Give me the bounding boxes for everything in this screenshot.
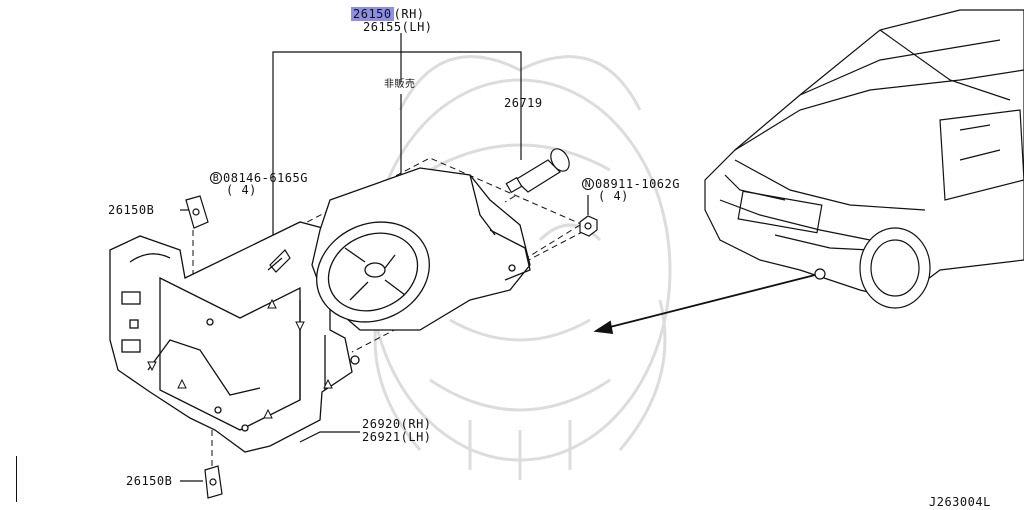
label-part-26155[interactable]: 26155(LH) <box>363 21 433 33</box>
label-not-sold: 非販売 <box>384 79 416 90</box>
fog-lamp <box>311 167 531 331</box>
watermark-crest <box>368 55 672 480</box>
label-part-26920[interactable]: 26920(RH) <box>362 417 432 431</box>
label-part-26150[interactable]: 26150(RH) <box>351 7 425 21</box>
text-cursor <box>16 456 17 502</box>
bolt-part-number[interactable]: 08146-6165G <box>223 171 308 185</box>
nut <box>579 215 598 237</box>
nut-code-circle: N <box>582 178 594 190</box>
label-part-26719[interactable]: 26719 <box>504 96 543 110</box>
part-26155[interactable]: 26155 <box>363 20 402 34</box>
nut-part-number[interactable]: 08911-1062G <box>595 177 680 191</box>
label-bolt-qty: ( 4) <box>226 183 257 197</box>
diagram-code: J263004L <box>929 495 991 509</box>
fog-lamp-bulb <box>505 148 570 194</box>
leader-lines-top <box>180 33 589 482</box>
side-rh: (RH) <box>393 7 425 21</box>
clip-bottom <box>204 465 223 499</box>
highlight-26150[interactable]: 26150 <box>351 7 394 21</box>
label-part-26921[interactable]: 26921(LH) <box>362 430 432 444</box>
vehicle-outline <box>704 9 1024 309</box>
side-lh: (LH) <box>401 20 433 34</box>
fog-lamp-bracket <box>109 221 360 453</box>
bolt <box>267 249 291 273</box>
clip-top <box>185 195 209 229</box>
callout-arrow <box>593 274 816 335</box>
label-nut-qty: ( 4) <box>598 189 629 203</box>
label-part-26150b-bottom[interactable]: 26150B <box>126 474 173 488</box>
bolt-code-circle: B <box>210 172 222 184</box>
bracket-arrows <box>147 298 333 419</box>
label-part-26150b-top[interactable]: 26150B <box>108 203 155 217</box>
